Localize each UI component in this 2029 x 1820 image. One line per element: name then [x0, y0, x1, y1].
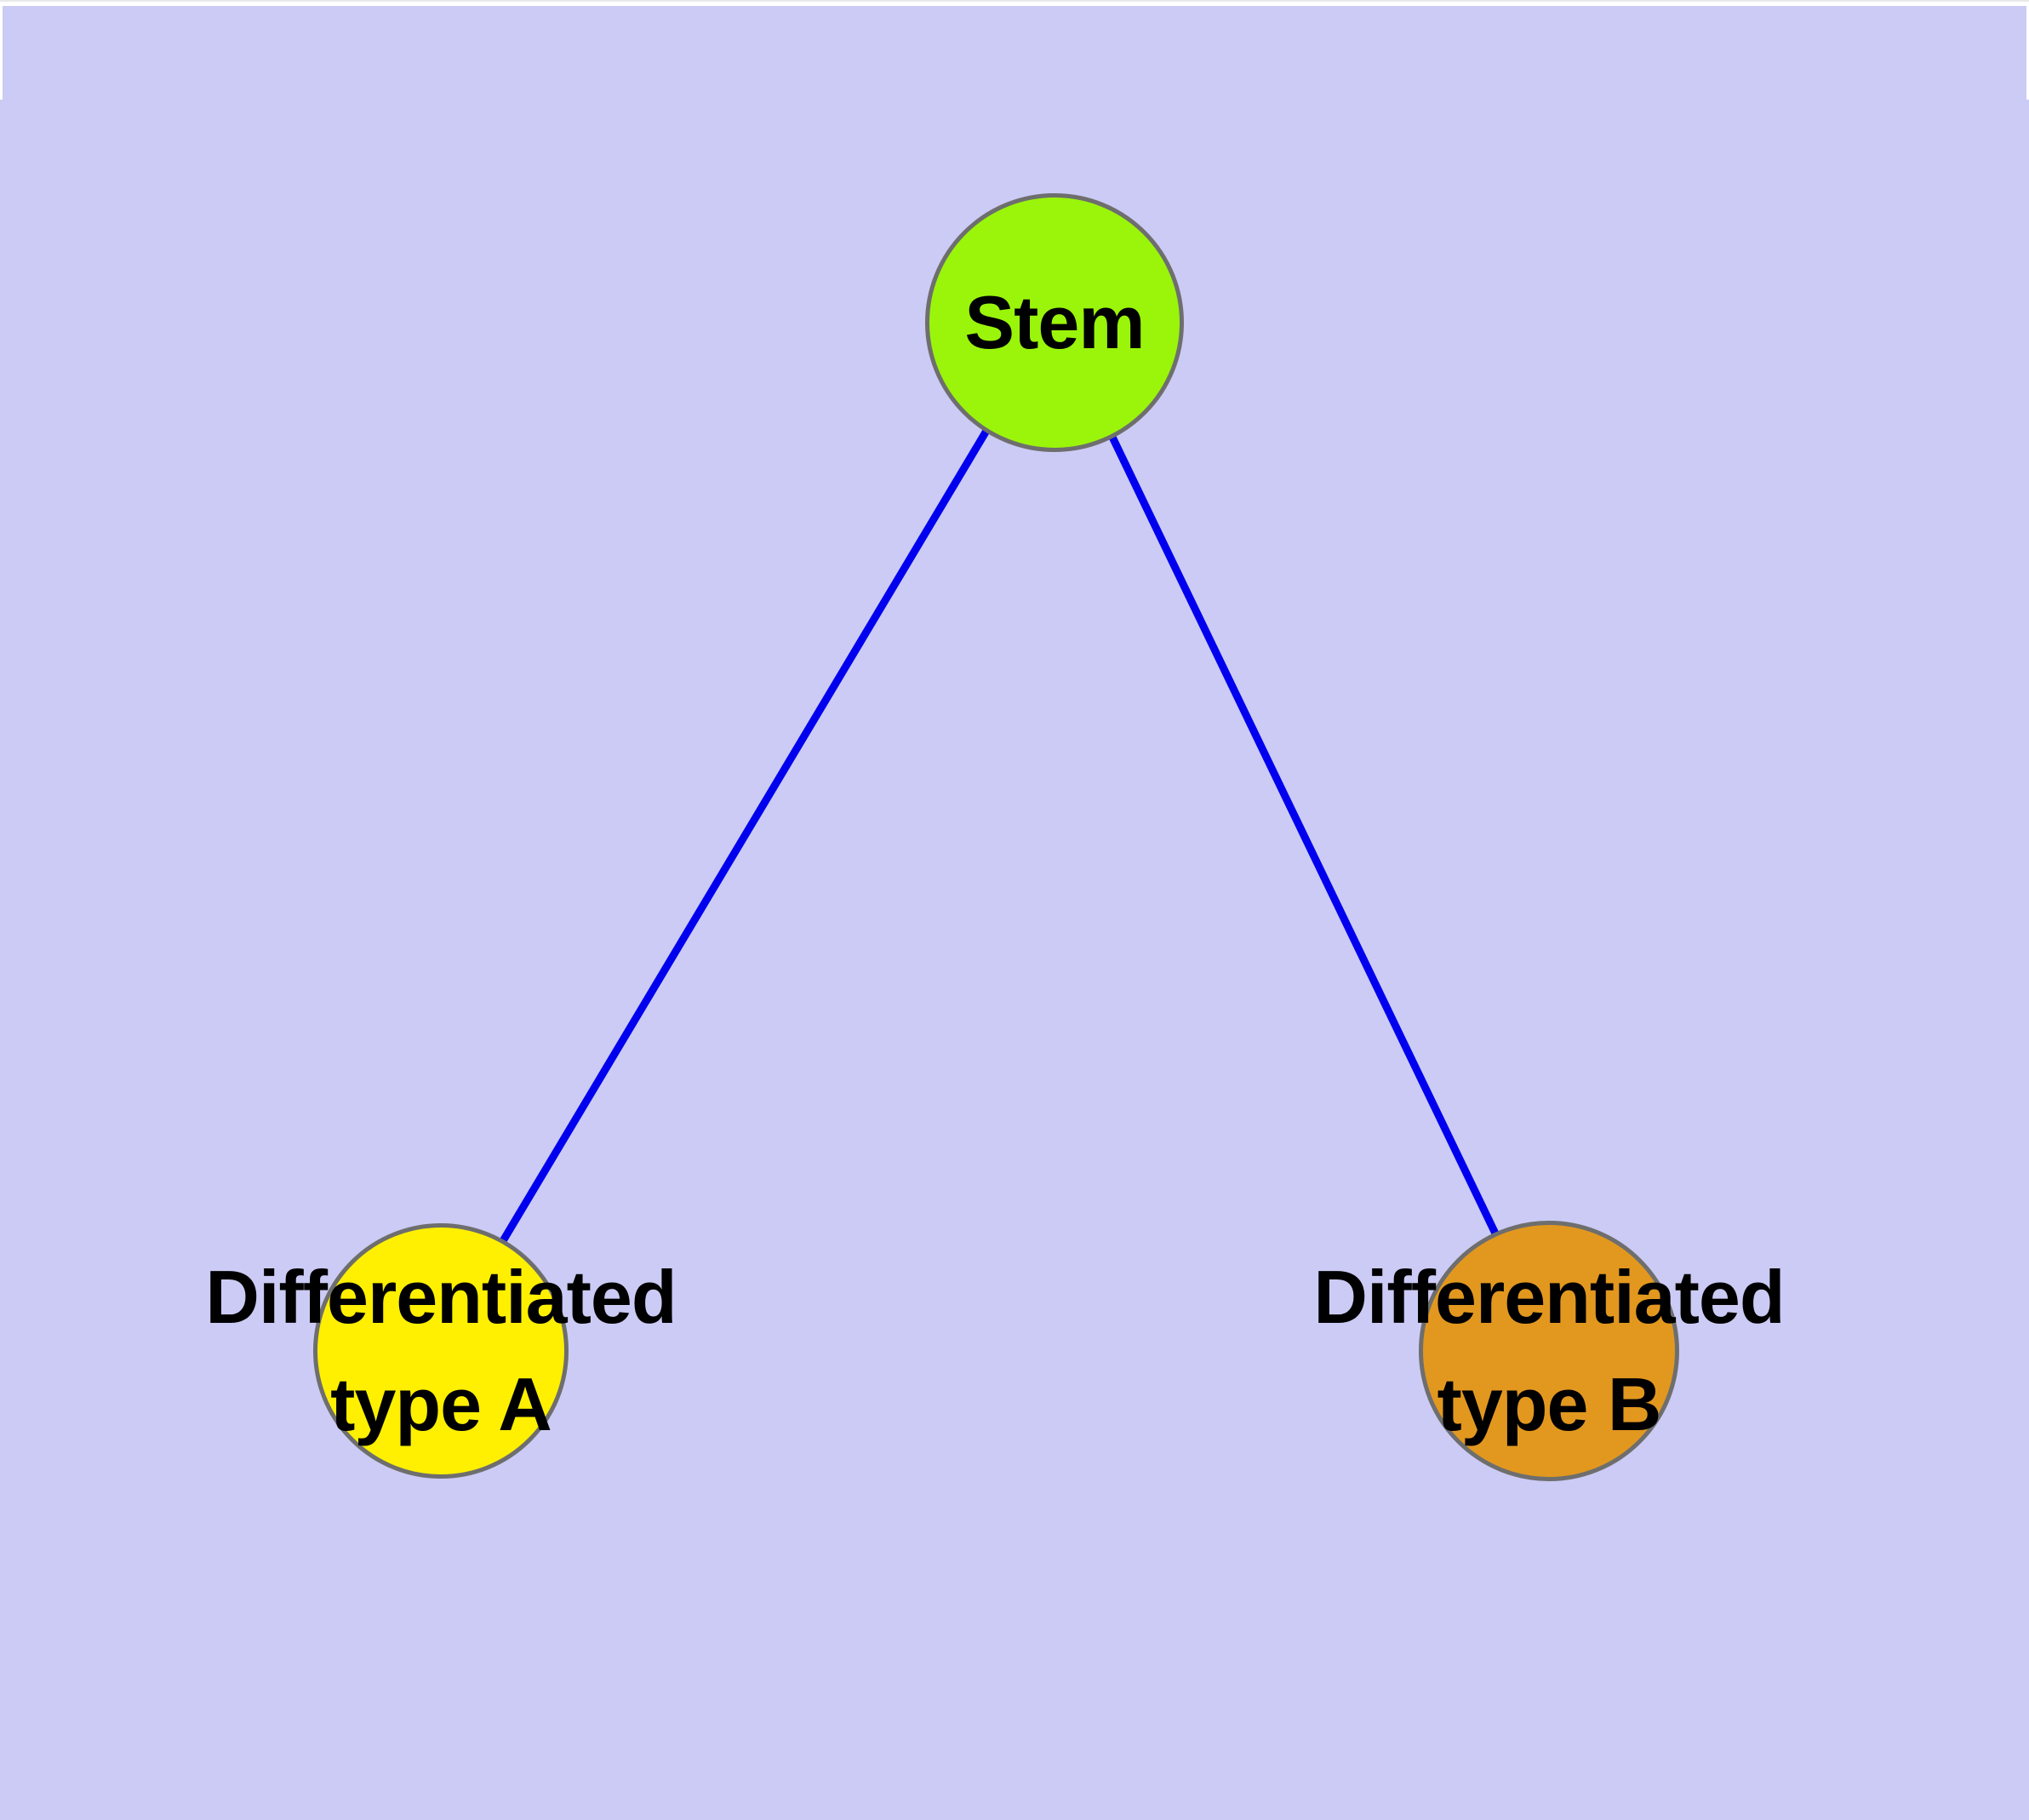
- top-white-margin: [0, 0, 2029, 6]
- node-type-b-label: Differentiated type B: [1209, 1244, 1889, 1458]
- node-type-b-label-line2: type B: [1437, 1362, 1662, 1446]
- node-type-a-label: Differentiated type A: [100, 1244, 781, 1458]
- node-differentiated-type-a: [313, 1223, 569, 1479]
- left-white-sliver: [0, 6, 3, 100]
- node-type-b-label-line1: Differentiated: [1313, 1255, 1785, 1339]
- node-type-a-label-line2: type A: [330, 1362, 552, 1446]
- node-differentiated-type-b: [1419, 1221, 1679, 1481]
- node-stem: [925, 193, 1184, 452]
- diagram-canvas: Stem Differentiated type A Differentiate…: [0, 6, 2029, 1820]
- edge-layer: [437, 314, 1553, 1348]
- right-white-sliver: [2026, 6, 2029, 100]
- node-stem-label: Stem: [964, 280, 1145, 364]
- node-type-a-label-line1: Differentiated: [205, 1255, 677, 1339]
- edge-stem-to-type-b: [1050, 315, 1553, 1347]
- edge-stem-to-type-a: [437, 314, 1058, 1348]
